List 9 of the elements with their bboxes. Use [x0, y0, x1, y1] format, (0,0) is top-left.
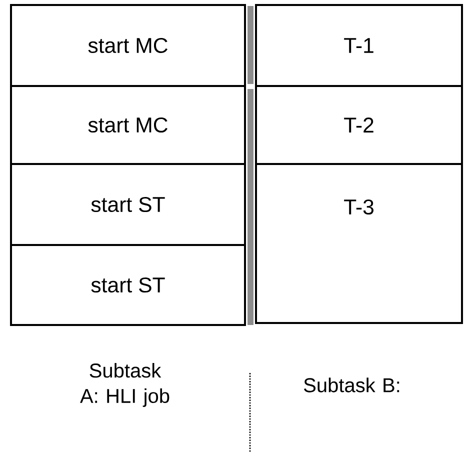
cell: start MC [10, 85, 246, 165]
cell: start MC [10, 4, 246, 87]
column-label: Subtask A: HLI job [80, 363, 170, 407]
cell: start ST [10, 163, 246, 246]
column-label: Subtask B: [304, 378, 400, 392]
cell: T-3 [255, 163, 463, 324]
cell: start ST [10, 244, 246, 326]
cell: T-2 [255, 85, 463, 165]
cell: T-1 [255, 4, 463, 87]
